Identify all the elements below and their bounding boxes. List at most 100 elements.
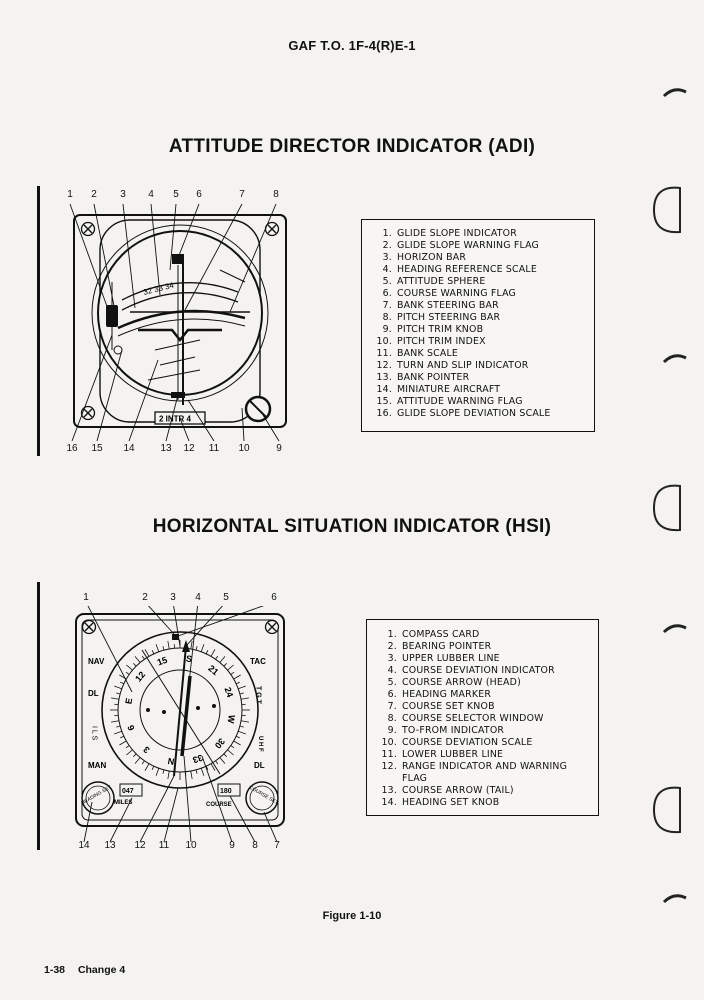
compass-tick — [236, 681, 240, 685]
adi-callout: 2 — [91, 189, 97, 200]
hsi-legend-number: 8. — [387, 713, 397, 724]
hsi-legend-number: 9. — [387, 725, 397, 736]
compass-tick — [155, 768, 160, 776]
adi-callout: 11 — [208, 443, 220, 454]
adi-legend-number: 14. — [376, 384, 392, 395]
hsi-legend-item: 11.LOWER LUBBER LINE — [377, 749, 588, 761]
adi-legend-item: 12.TURN AND SLIP INDICATOR — [372, 360, 584, 372]
compass-card-mark: S — [185, 653, 193, 664]
compass-tick — [215, 655, 219, 660]
hsi-callout: 10 — [185, 840, 197, 851]
compass-tick — [239, 725, 244, 728]
hsi-callout: 11 — [158, 840, 170, 851]
adi-legend-text: PITCH TRIM INDEX — [397, 336, 486, 347]
adi-legend-number: 12. — [376, 360, 392, 371]
adi-legend-item: 1.GLIDE SLOPE INDICATOR — [372, 228, 584, 240]
compass-tick — [134, 757, 141, 764]
compass-tick — [125, 671, 130, 675]
compass-card-mark: 33 — [191, 752, 204, 765]
compass-tick — [200, 768, 205, 776]
hsi-legend-number: 4. — [387, 665, 397, 676]
adi-legend-text: GLIDE SLOPE WARNING FLAG — [397, 240, 540, 251]
adi-callout: 16 — [66, 443, 78, 454]
adi-callout: 5 — [173, 189, 179, 200]
adi-legend-text: PITCH STEERING BAR — [397, 312, 501, 323]
adi-legend-number: 16. — [376, 408, 392, 419]
compass-tick — [116, 692, 121, 695]
compass-tick — [227, 664, 234, 671]
uhf-label: U H F — [257, 736, 263, 752]
compass-tick — [151, 766, 155, 770]
compass-tick — [195, 769, 198, 774]
adi-legend-text: GLIDE SLOPE DEVIATION SCALE — [397, 408, 551, 419]
adi-callout: 12 — [183, 443, 195, 454]
compass-tick — [230, 671, 235, 675]
adi-callout: 6 — [196, 189, 202, 200]
adi-legend-text: BANK SCALE — [397, 348, 459, 359]
adi-legend-text: GLIDE SLOPE INDICATOR — [397, 228, 517, 239]
adi-legend-number: 13. — [376, 372, 392, 383]
adi-legend-item: 4.HEADING REFERENCE SCALE — [372, 264, 584, 276]
hsi-legend-item: 14.HEADING SET KNOB — [377, 797, 588, 809]
hsi-legend-text: HEADING SET KNOB — [402, 797, 500, 808]
hsi-legend-text: COURSE SELECTOR WINDOW — [402, 713, 544, 724]
compass-tick — [120, 681, 124, 685]
adi-legend-text: COURSE WARNING FLAG — [397, 288, 517, 299]
adi-legend-item: 8.PITCH STEERING BAR — [372, 312, 584, 324]
compass-tick — [133, 663, 137, 667]
hsi-callouts-bottom: 14 13 12 11 10 9 8 7 — [72, 840, 282, 854]
hsi-legend-text: COURSE DEVIATION SCALE — [402, 737, 533, 748]
adi-legend-item: 14. MINIATURE AIRCRAFT — [372, 384, 584, 396]
hsi-legend-number: 6. — [387, 689, 397, 700]
compass-tick — [110, 720, 120, 723]
adi-legend-number: 11. — [376, 348, 392, 359]
adi-legend-number: 10. — [376, 336, 392, 347]
compass-tick — [223, 663, 227, 667]
hsi-legend-number: 3. — [387, 653, 397, 664]
hsi-legend-number: 13. — [381, 785, 397, 796]
adi-legend-text: HORIZON BAR — [397, 252, 467, 263]
compass-tick — [155, 644, 160, 652]
hsi-callout: 13 — [104, 840, 116, 851]
hsi-callout: 9 — [229, 840, 235, 851]
compass-tick — [238, 730, 246, 735]
compass-tick — [215, 760, 219, 765]
hsi-legend-number: 2. — [387, 641, 397, 652]
hsi-callout: 14 — [78, 840, 90, 851]
adi-legend-text: MINIATURE AIRCRAFT — [397, 384, 501, 395]
adi-legend-number: 7. — [382, 300, 392, 311]
dl-left-label: DL — [88, 689, 99, 698]
compass-tick — [144, 763, 150, 771]
adi-callouts-bottom: 16 15 14 13 12 11 10 9 — [60, 443, 290, 457]
adi-change-bar — [37, 186, 40, 456]
compass-card-mark: 12 — [133, 670, 147, 684]
hsi-title: HORIZONTAL SITUATION INDICATOR (HSI) — [152, 516, 552, 537]
compass-card-mark: E — [123, 697, 134, 705]
man-label: MAN — [88, 761, 106, 770]
hsi-legend-text: COURSE SET KNOB — [402, 701, 495, 712]
hsi-callout: 8 — [252, 840, 258, 851]
compass-tick — [233, 740, 241, 746]
adi-callout: 8 — [273, 189, 279, 200]
compass-tick — [141, 760, 145, 765]
adi-legend-text: BANK POINTER — [397, 372, 470, 383]
compass-tick — [167, 640, 170, 650]
compass-tick — [219, 757, 226, 764]
compass-tick — [134, 656, 141, 663]
compass-tick — [230, 745, 235, 749]
adi-callout: 7 — [239, 189, 245, 200]
adi-legend-item: 5.ATTITUDE SPHERE — [372, 276, 584, 288]
adi-legend-item: 2.GLIDE SLOPE WARNING FLAG — [372, 240, 584, 252]
hsi-legend-text: BEARING POINTER — [402, 641, 492, 652]
ils-label: I L S — [91, 726, 98, 740]
adi-callouts-top: 1 2 3 4 5 6 7 8 — [60, 189, 290, 203]
hsi-legend-item: 5.COURSE ARROW (HEAD) — [377, 677, 588, 689]
hsi-legend-text: COURSE ARROW (TAIL) — [402, 785, 514, 796]
compass-tick — [120, 735, 124, 739]
hsi-legend-item: 7.COURSE SET KNOB — [377, 701, 588, 713]
adi-legend-number: 4. — [382, 264, 392, 275]
hsi-legend-item: 10.COURSE DEVIATION SCALE — [377, 737, 588, 749]
adi-legend-number: 5. — [382, 276, 392, 287]
adi-callout: 9 — [276, 443, 282, 454]
